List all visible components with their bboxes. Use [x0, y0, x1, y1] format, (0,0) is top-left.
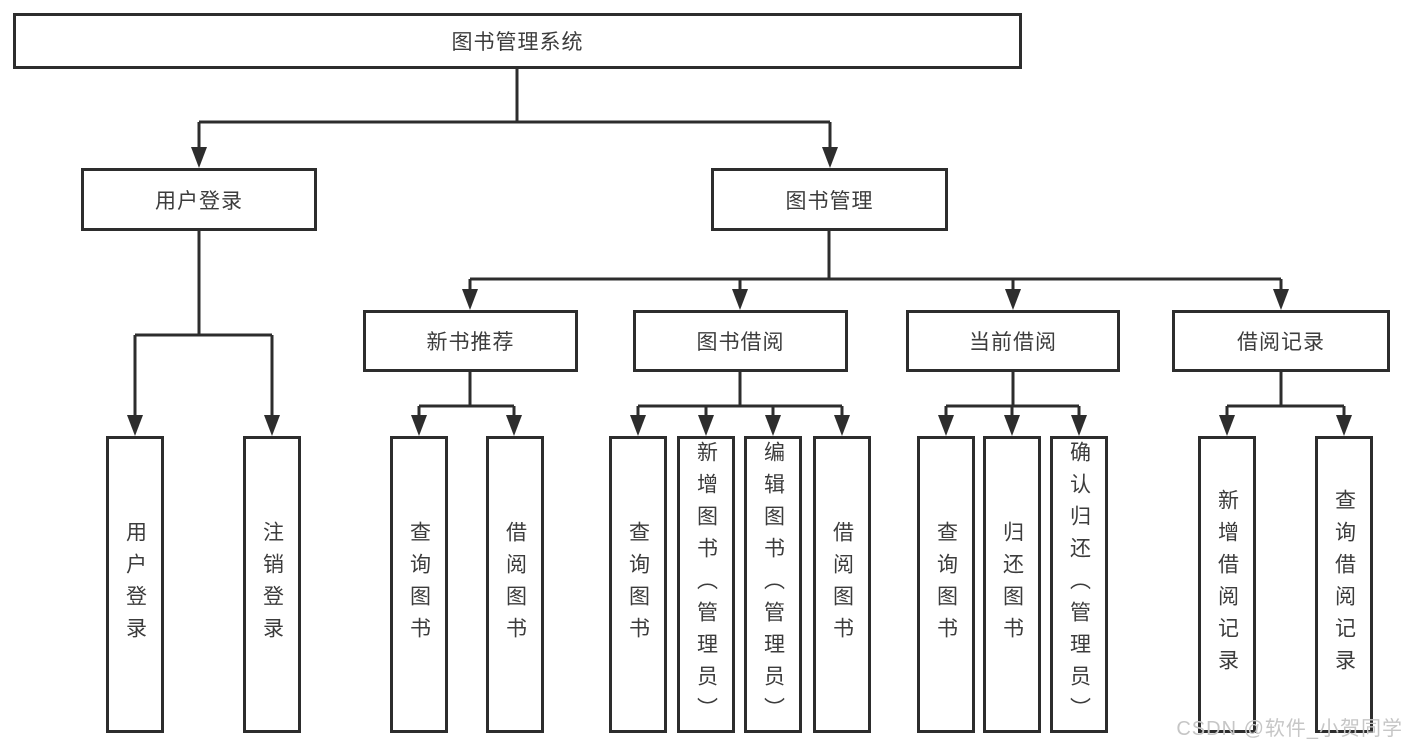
leaf-user-login: 用户登录 [106, 436, 164, 733]
leaf-add-books-admin: 新增图书（管理员） [677, 436, 735, 733]
node-label: 新书推荐 [426, 331, 515, 354]
node-book-borrowing: 图书借阅 [633, 310, 848, 372]
node-borrowing-records: 借阅记录 [1172, 310, 1390, 372]
node-library-management-system: 图书管理系统 [13, 13, 1022, 69]
leaf-label: 确认归还（管理员） [1067, 440, 1091, 729]
tree-edges [133, 69, 1346, 417]
leaf-label: 查询图书 [934, 520, 958, 649]
leaf-label: 查询借阅记录 [1332, 488, 1356, 681]
leaf-label: 借阅图书 [503, 520, 527, 649]
leaf-add-borrow-record: 新增借阅记录 [1198, 436, 1256, 733]
leaf-label: 注销登录 [260, 520, 284, 649]
leaf-logout: 注销登录 [243, 436, 301, 733]
arrowheads [127, 147, 1352, 436]
leaf-label: 新增借阅记录 [1215, 488, 1239, 681]
node-book-management: 图书管理 [711, 168, 948, 231]
node-label: 图书管理 [785, 189, 874, 213]
node-new-book-recommend: 新书推荐 [363, 310, 578, 372]
leaf-query-books-recommend: 查询图书 [390, 436, 448, 733]
node-user-login: 用户登录 [81, 168, 317, 231]
csdn-watermark: CSDN @软件_小贺同学 [1176, 718, 1403, 740]
leaf-query-books-borrowing: 查询图书 [609, 436, 667, 733]
node-current-borrowing: 当前借阅 [906, 310, 1120, 372]
leaf-label: 新增图书（管理员） [694, 440, 718, 729]
leaf-query-borrow-record: 查询借阅记录 [1315, 436, 1373, 733]
node-label: 图书借阅 [696, 331, 785, 354]
leaf-label: 编辑图书（管理员） [761, 440, 785, 729]
leaf-label: 查询图书 [626, 520, 650, 649]
leaf-confirm-return-admin: 确认归还（管理员） [1050, 436, 1108, 733]
node-label: 借阅记录 [1237, 331, 1325, 354]
leaf-label: 查询图书 [407, 520, 431, 649]
leaf-label: 用户登录 [123, 520, 147, 649]
leaf-borrow-books-recommend: 借阅图书 [486, 436, 544, 733]
leaf-edit-books-admin: 编辑图书（管理员） [744, 436, 802, 733]
node-label: 当前借阅 [969, 331, 1057, 354]
leaf-label: 归还图书 [1000, 520, 1024, 649]
leaf-label: 借阅图书 [830, 520, 854, 649]
leaf-return-books: 归还图书 [983, 436, 1041, 733]
leaf-query-books-current: 查询图书 [917, 436, 975, 733]
leaf-borrow-books-borrowing: 借阅图书 [813, 436, 871, 733]
node-label: 用户登录 [155, 189, 243, 213]
node-label: 图书管理系统 [451, 31, 584, 54]
